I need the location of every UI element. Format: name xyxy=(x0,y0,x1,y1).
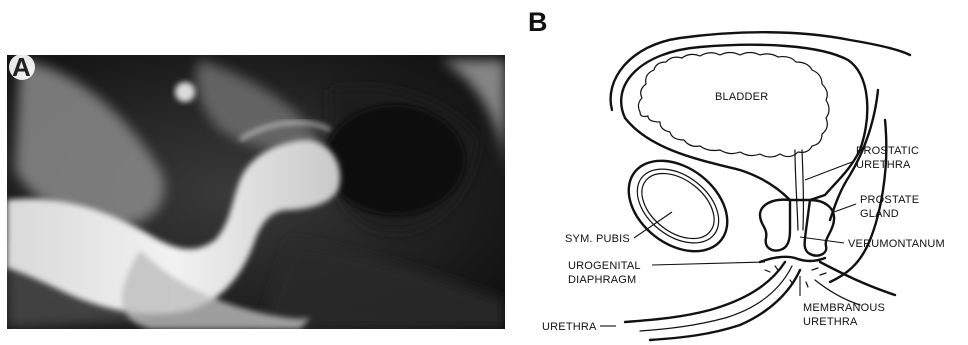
label-urethra: URETHRA xyxy=(542,321,597,333)
label-prostate-gland-1: PROSTATE xyxy=(860,194,919,206)
symphysis-pubis xyxy=(611,142,744,270)
leader-urogenital-diaphragm xyxy=(652,262,765,265)
prostatic-urethra xyxy=(795,150,803,230)
panel-a-letter: A xyxy=(12,52,31,82)
penile-urethra-center xyxy=(640,266,792,331)
label-urogenital-2: DIAPHRAGM xyxy=(568,274,636,286)
label-prostatic-urethra-2: URETHRA xyxy=(856,159,911,171)
panel-b-diagram: B xyxy=(528,7,945,340)
label-prostate-gland-2: GLAND xyxy=(860,208,899,220)
urogenital-diaphragm xyxy=(760,257,825,262)
panel-a-radiograph: A xyxy=(7,52,505,329)
bladder-wall-inner xyxy=(638,53,829,158)
perineum-contour xyxy=(820,262,895,295)
leader-prostate-gland xyxy=(834,204,856,212)
label-membranous-urethra-1: MEMBRANOUS xyxy=(803,302,885,314)
leader-verumontanum xyxy=(800,237,844,243)
label-sym-pubis: SYM. PUBIS xyxy=(565,233,630,245)
label-membranous-urethra-2: URETHRA xyxy=(803,316,858,328)
label-verumontanum: VERUMONTANUM xyxy=(848,238,945,250)
prostate-right-lobe xyxy=(805,200,834,256)
label-prostatic-urethra-1: PROSTATIC xyxy=(856,145,919,157)
label-urogenital-1: UROGENITAL xyxy=(568,260,641,272)
label-bladder: BLADDER xyxy=(715,91,768,103)
panel-b-letter: B xyxy=(528,7,548,37)
prostate-left-lobe xyxy=(760,200,790,251)
